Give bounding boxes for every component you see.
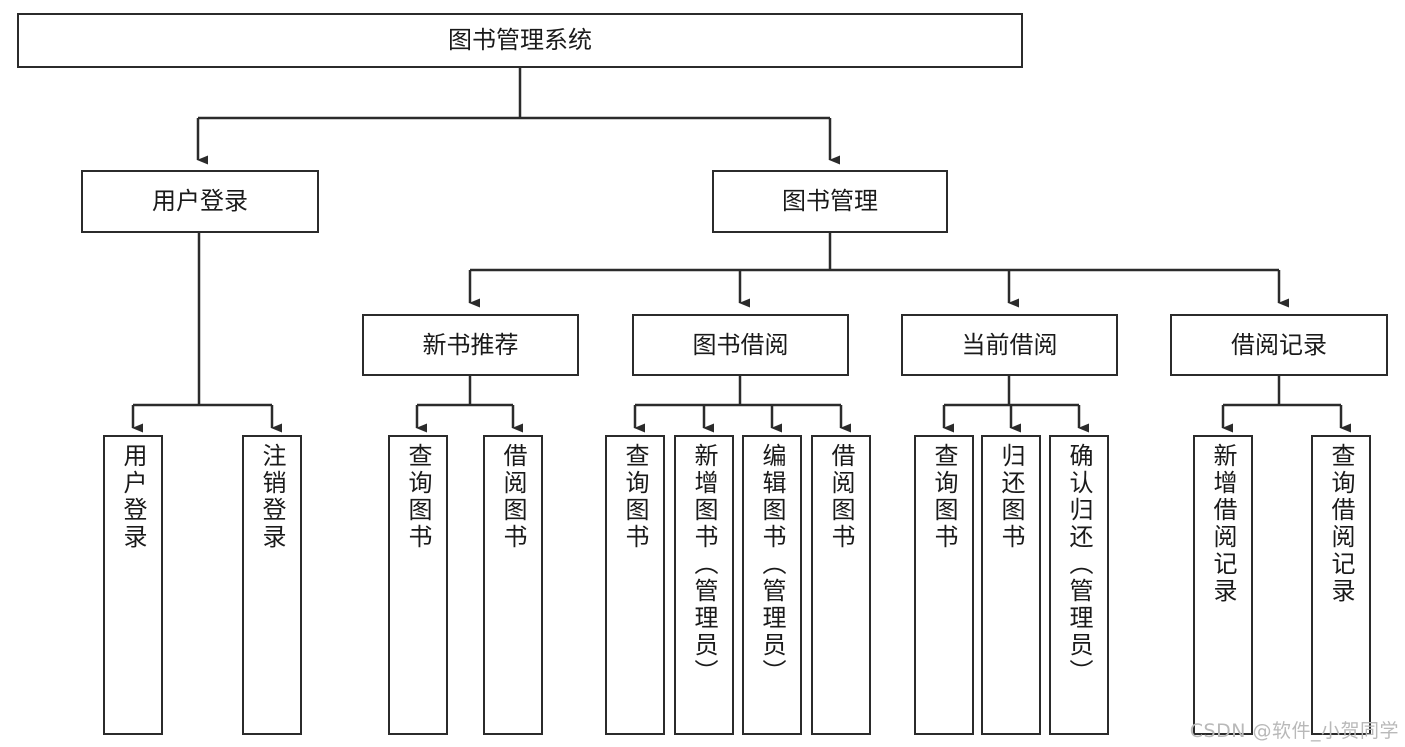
- node-label: 借阅记录: [1231, 330, 1327, 359]
- node-label: 图书借阅: [692, 330, 789, 359]
- node-book-borrow[interactable]: 图书借阅: [632, 314, 849, 376]
- node-label: 借阅图书: [827, 443, 855, 551]
- leaf-borrow-query-book[interactable]: 查询图书: [605, 435, 665, 735]
- node-label: 用户登录: [152, 187, 248, 216]
- leaf-current-confirm-return-admin[interactable]: 确认归还（管理员）: [1049, 435, 1109, 735]
- leaf-record-query-borrow-record[interactable]: 查询借阅记录: [1311, 435, 1371, 735]
- leaf-borrow-edit-book-admin[interactable]: 编辑图书（管理员）: [742, 435, 802, 735]
- node-label: 新增借阅记录: [1209, 443, 1237, 605]
- node-label: 新书推荐: [422, 330, 519, 359]
- node-label: 当前借阅: [961, 330, 1058, 359]
- node-current-borrow[interactable]: 当前借阅: [901, 314, 1118, 376]
- node-label: 用户登录: [119, 443, 147, 551]
- leaf-record-add-borrow-record[interactable]: 新增借阅记录: [1193, 435, 1253, 735]
- leaf-borrow-add-book-admin[interactable]: 新增图书（管理员）: [674, 435, 734, 735]
- node-label: 借阅图书: [499, 443, 527, 551]
- node-new-book-recommend[interactable]: 新书推荐: [362, 314, 579, 376]
- node-root-system[interactable]: 图书管理系统: [17, 13, 1023, 68]
- node-label: 查询借阅记录: [1327, 443, 1355, 605]
- leaf-borrow-borrow-book[interactable]: 借阅图书: [811, 435, 871, 735]
- node-label: 归还图书: [997, 443, 1025, 551]
- leaf-user-logout[interactable]: 注销登录: [242, 435, 302, 735]
- node-label: 注销登录: [258, 443, 286, 551]
- node-label: 查询图书: [404, 443, 432, 551]
- node-label: 查询图书: [621, 443, 649, 551]
- node-label: 编辑图书（管理员）: [758, 443, 786, 686]
- node-book-management[interactable]: 图书管理: [712, 170, 948, 233]
- leaf-recommend-borrow-book[interactable]: 借阅图书: [483, 435, 543, 735]
- node-label: 查询图书: [930, 443, 958, 551]
- node-label: 图书管理: [782, 187, 878, 216]
- node-borrow-record[interactable]: 借阅记录: [1170, 314, 1388, 376]
- node-label: 图书管理系统: [448, 26, 592, 55]
- node-user-login[interactable]: 用户登录: [81, 170, 319, 233]
- leaf-user-login[interactable]: 用户登录: [103, 435, 163, 735]
- leaf-current-query-book[interactable]: 查询图书: [914, 435, 974, 735]
- node-label: 确认归还（管理员）: [1065, 443, 1093, 686]
- leaf-recommend-query-book[interactable]: 查询图书: [388, 435, 448, 735]
- leaf-current-return-book[interactable]: 归还图书: [981, 435, 1041, 735]
- node-label: 新增图书（管理员）: [690, 443, 718, 686]
